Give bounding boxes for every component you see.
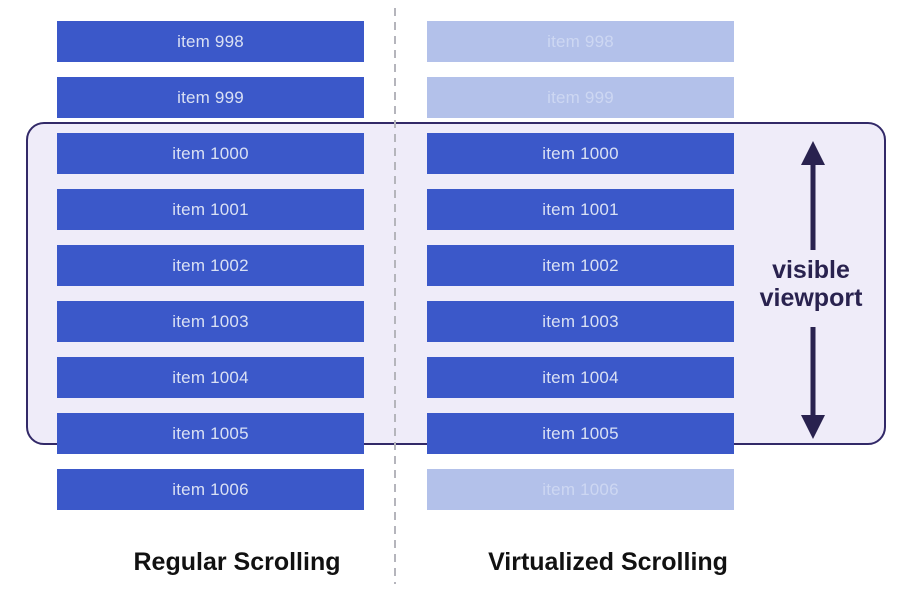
virtualized-scrolling-column: item 998 item 999 item 1000 item 1001 item 1… [427,21,734,510]
caption-virtualized-scrolling: Virtualized Scrolling [488,548,728,576]
arrow-down-icon [801,327,825,439]
list-item-bar: item 999 [427,77,734,118]
viewport-range-arrow [801,141,825,439]
arrow-up-icon [801,141,825,250]
list-item-bar: item 1000 [427,133,734,174]
list-item-bar: item 1005 [427,413,734,454]
list-item-bar: item 1002 [57,245,364,286]
list-item-bar: item 1004 [427,357,734,398]
list-item-bar: item 1000 [57,133,364,174]
list-item-bar: item 1001 [57,189,364,230]
list-item-bar: item 1004 [57,357,364,398]
list-item-bar: item 998 [57,21,364,62]
list-item-bar: item 1003 [427,301,734,342]
column-divider-dashed-line [394,8,396,584]
list-item-bar: item 1006 [57,469,364,510]
list-item-bar: item 1005 [57,413,364,454]
list-item-bar: item 999 [57,77,364,118]
caption-regular-scrolling: Regular Scrolling [133,548,341,576]
regular-scrolling-column: item 998 item 999 item 1000 item 1001 item 1… [57,21,364,510]
list-item-bar: item 1002 [427,245,734,286]
list-item-bar: item 1003 [57,301,364,342]
list-item-bar: item 1006 [427,469,734,510]
viewport-label: visible viewport [759,256,863,312]
list-item-bar: item 1001 [427,189,734,230]
list-item-bar: item 998 [427,21,734,62]
